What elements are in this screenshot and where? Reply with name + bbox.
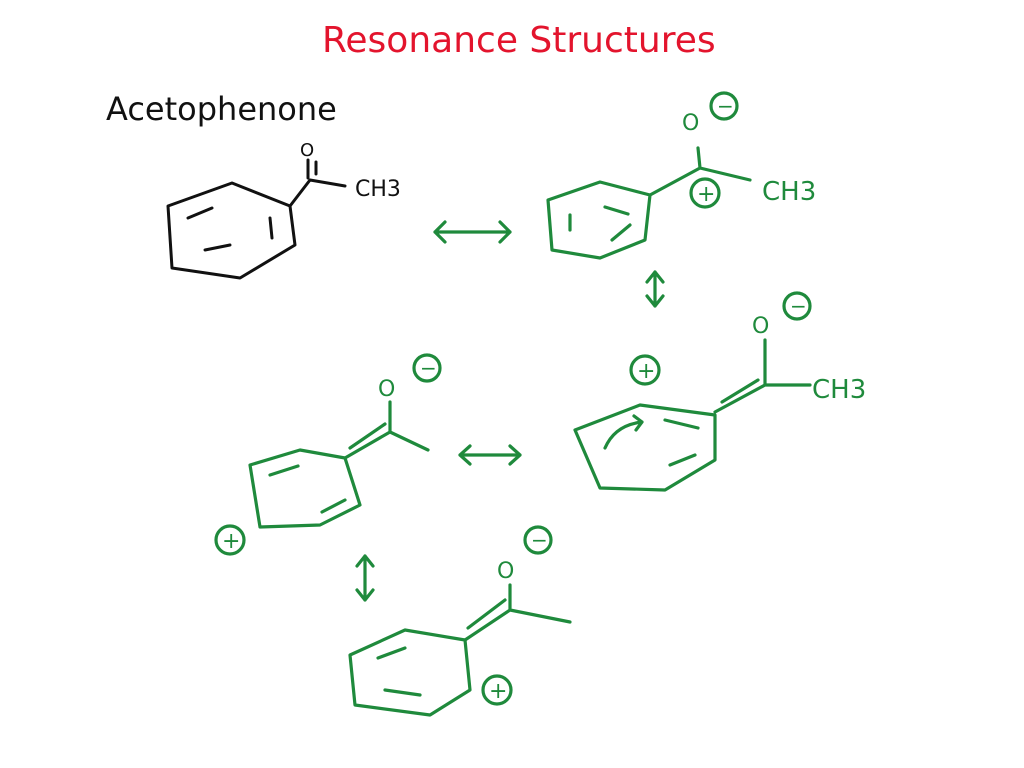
oxygen-label: O xyxy=(300,140,314,161)
resonance-structure-5: O − + xyxy=(348,525,572,717)
compound-name: Acetophenone xyxy=(106,90,337,128)
label: + xyxy=(637,359,655,384)
stroke xyxy=(568,205,632,242)
stroke xyxy=(713,338,812,414)
label: − xyxy=(790,294,807,318)
oxygen-label: O xyxy=(497,559,514,584)
positive-charge-icon xyxy=(689,177,721,209)
resonance-structure-2: O − + CH3 xyxy=(546,91,816,260)
positive-charge-icon xyxy=(481,674,513,706)
methyl-label: CH3 xyxy=(812,375,866,405)
stroke xyxy=(343,400,430,460)
negative-charge-icon xyxy=(412,353,442,383)
label: + xyxy=(489,679,507,704)
benzene-ring xyxy=(248,448,362,529)
curved-arrow-icon xyxy=(603,414,644,450)
benzene-ring xyxy=(166,181,297,280)
positive-charge-icon xyxy=(629,354,661,386)
methyl-label: CH3 xyxy=(762,177,816,207)
label: − xyxy=(531,528,548,552)
benzene-ring xyxy=(348,628,472,717)
stroke xyxy=(648,146,752,197)
positive-charge-icon xyxy=(214,524,246,556)
resonance-arrow-4 xyxy=(355,554,375,602)
acetophenone-structure: O CH3 xyxy=(166,140,401,280)
resonance-structure-3: O − + CH3 xyxy=(573,291,866,492)
oxygen-label: O xyxy=(682,111,699,136)
label: − xyxy=(420,356,437,380)
methyl-label: CH3 xyxy=(355,177,401,202)
resonance-arrow-1 xyxy=(433,220,512,244)
oxygen-label: O xyxy=(752,314,769,339)
resonance-arrow-2 xyxy=(645,270,665,308)
benzene-ring xyxy=(546,180,652,260)
negative-charge-icon xyxy=(782,291,812,321)
stroke xyxy=(463,583,572,642)
stroke xyxy=(376,646,422,697)
title: Resonance Structures xyxy=(322,20,716,61)
benzene-ring xyxy=(573,403,717,492)
negative-charge-icon xyxy=(523,525,553,555)
label: + xyxy=(222,529,240,554)
label: + xyxy=(697,182,715,207)
resonance-arrow-3 xyxy=(458,444,522,466)
carbonyl-bonds xyxy=(288,158,347,208)
stroke xyxy=(663,418,700,467)
stroke xyxy=(268,464,347,514)
label: − xyxy=(717,94,734,118)
resonance-structure-4: O − + xyxy=(214,353,442,556)
ring-double-bonds xyxy=(186,206,274,252)
negative-charge-icon xyxy=(709,91,739,121)
oxygen-label: O xyxy=(378,377,395,402)
